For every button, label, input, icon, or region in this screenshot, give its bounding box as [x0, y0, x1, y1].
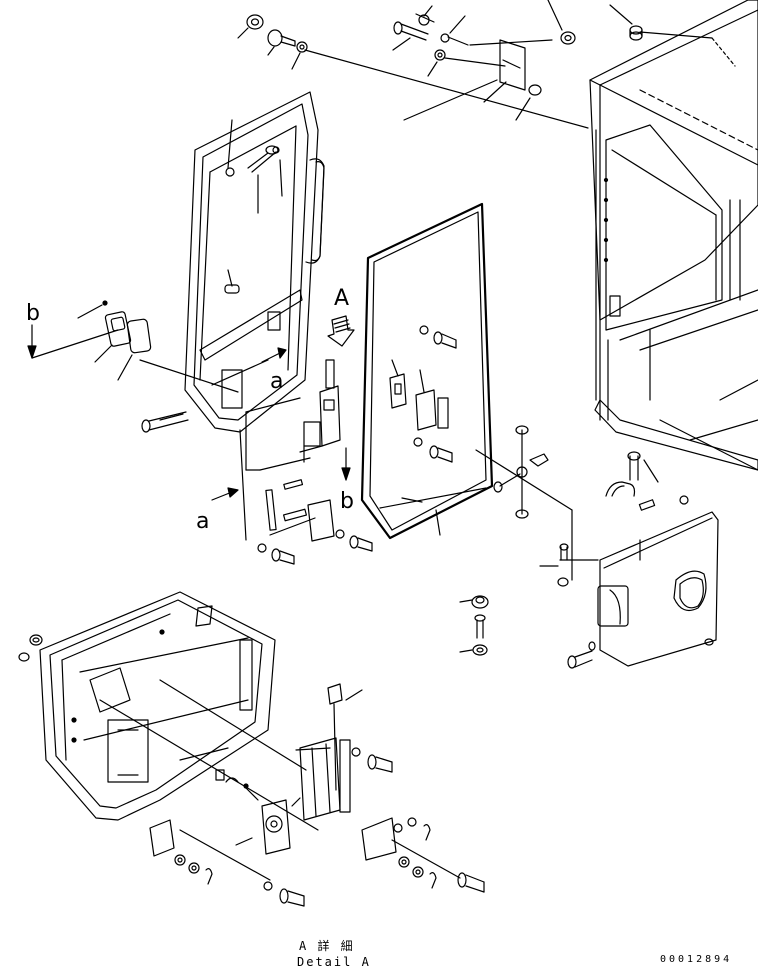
detail-a-lock-mechanism	[215, 683, 393, 855]
detail-lock-bar	[339, 739, 351, 813]
detail-caption-english: Detail A	[297, 955, 371, 969]
glass-latch-spacer	[437, 397, 449, 429]
washer-mid	[434, 49, 446, 61]
shim	[282, 508, 308, 522]
door-lower-bracket	[221, 369, 243, 409]
washer-top	[296, 41, 308, 53]
side-panel	[559, 511, 719, 667]
pin-long	[265, 489, 277, 531]
detail-lock-lever	[327, 683, 343, 705]
door-handle	[305, 158, 325, 264]
door-latch-plate	[267, 311, 281, 331]
bolt-head-mid	[393, 21, 403, 35]
bolt-left-door	[141, 411, 189, 433]
cab-latch-slot	[609, 295, 621, 317]
view-arrow-a-mid	[261, 347, 287, 363]
detail-a-hardware	[149, 817, 485, 907]
cap-screw-mid	[627, 451, 641, 461]
view-label-b-mid: b	[340, 489, 354, 514]
hinge-cover-plate	[307, 499, 335, 542]
glass-panel	[360, 202, 494, 540]
view-label-b-top: b	[26, 301, 40, 326]
hinge-bolts-lower	[257, 529, 373, 565]
latch-screw	[102, 300, 108, 306]
hinge-pin-upper	[325, 359, 335, 389]
hinge-block	[303, 421, 321, 447]
cab-door-handle-right	[605, 451, 689, 511]
side-panel-window	[673, 570, 707, 611]
detail-caption-japanese: A 詳 細	[299, 938, 355, 953]
view-arrow-b-mid	[341, 447, 351, 481]
detail-lock-housing	[107, 719, 149, 783]
view-arrow-A	[327, 315, 355, 347]
pin-small	[283, 479, 304, 490]
latch-body	[104, 311, 132, 347]
hardware-center-right	[459, 543, 596, 669]
door-washer	[225, 167, 235, 177]
detail-a-door	[18, 591, 319, 831]
view-arrow-a-left	[211, 487, 239, 501]
door-frame	[184, 91, 325, 433]
view-label-A: A	[334, 286, 349, 311]
detail-cap-nut	[29, 634, 43, 646]
nut-top-left	[246, 14, 264, 30]
glass-latch-block	[389, 373, 407, 409]
detail-hinge-right	[361, 817, 397, 861]
side-panel-grip	[597, 585, 629, 627]
o-ring	[528, 84, 542, 96]
glass-latch-catch	[415, 389, 437, 431]
latch-gasket	[126, 318, 152, 354]
stay-rod	[475, 425, 573, 581]
hinge-plate	[319, 385, 341, 447]
view-arrow-b-left	[27, 324, 37, 359]
glass-latch-parts	[389, 325, 457, 463]
detail-door-jamb	[239, 639, 253, 711]
bracket-plate	[499, 39, 526, 91]
detail-lock-rail	[299, 737, 341, 821]
cab-body	[589, 0, 758, 471]
detail-striker	[261, 799, 291, 855]
top-hardware-group	[237, 0, 736, 129]
bolt-head-top	[267, 29, 283, 47]
latch-assembly-left	[31, 300, 239, 393]
view-label-a-left: a	[196, 509, 209, 534]
hinge-assembly	[239, 359, 341, 542]
door-bolt	[265, 145, 279, 155]
view-label-a-mid: a	[270, 369, 283, 394]
drawing-number: 00012894	[660, 954, 732, 965]
nut-top-right	[560, 31, 576, 45]
